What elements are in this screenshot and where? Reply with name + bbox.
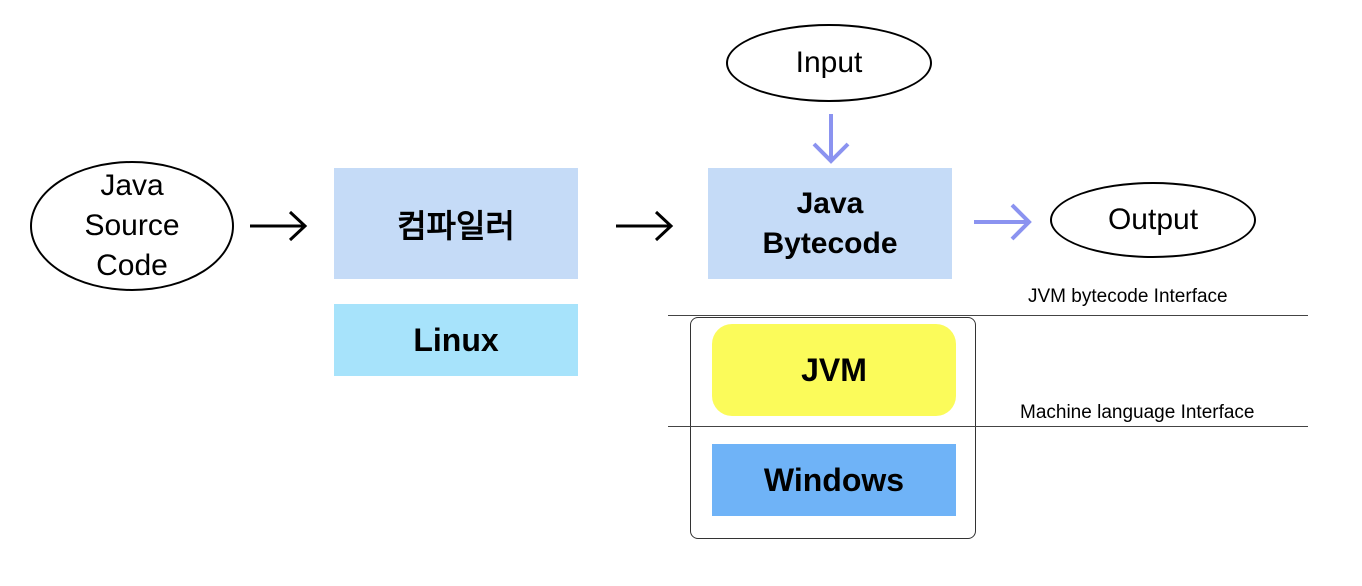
runtime-container bbox=[690, 317, 976, 539]
bytecode-interface-label: JVM bytecode Interface bbox=[1028, 286, 1228, 307]
java-bytecode-label: Java Bytecode bbox=[762, 186, 898, 260]
output-label: Output bbox=[1107, 203, 1199, 236]
arrow-input-to-bytecode bbox=[808, 112, 854, 166]
windows-box: Windows bbox=[712, 444, 956, 516]
bytecode-interface-line bbox=[668, 315, 1308, 316]
down-arrow-icon bbox=[812, 114, 850, 164]
jvm-label: JVM bbox=[801, 351, 867, 388]
machine-interface-line bbox=[668, 426, 1308, 427]
arrow-source-to-compiler bbox=[248, 198, 310, 254]
java-source-code-label: Java Source Code bbox=[84, 169, 180, 282]
compiler-box: 컴파일러 bbox=[334, 168, 578, 279]
input-label: Input bbox=[795, 46, 863, 79]
output-node: Output bbox=[1050, 182, 1256, 258]
linux-label: Linux bbox=[413, 321, 499, 358]
right-arrow-icon bbox=[616, 210, 674, 242]
linux-box: Linux bbox=[334, 304, 578, 376]
right-arrow-icon bbox=[974, 203, 1032, 241]
machine-interface-label: Machine language Interface bbox=[1020, 402, 1255, 423]
java-bytecode-box: Java Bytecode bbox=[708, 168, 952, 279]
arrow-bytecode-to-output bbox=[972, 194, 1034, 250]
right-arrow-icon bbox=[250, 210, 308, 242]
jvm-box: JVM bbox=[712, 324, 956, 416]
compiler-label: 컴파일러 bbox=[397, 207, 515, 244]
java-source-code-node: Java Source Code bbox=[30, 161, 234, 291]
input-node: Input bbox=[726, 24, 932, 102]
arrow-compiler-to-bytecode bbox=[614, 198, 676, 254]
windows-label: Windows bbox=[763, 461, 905, 498]
